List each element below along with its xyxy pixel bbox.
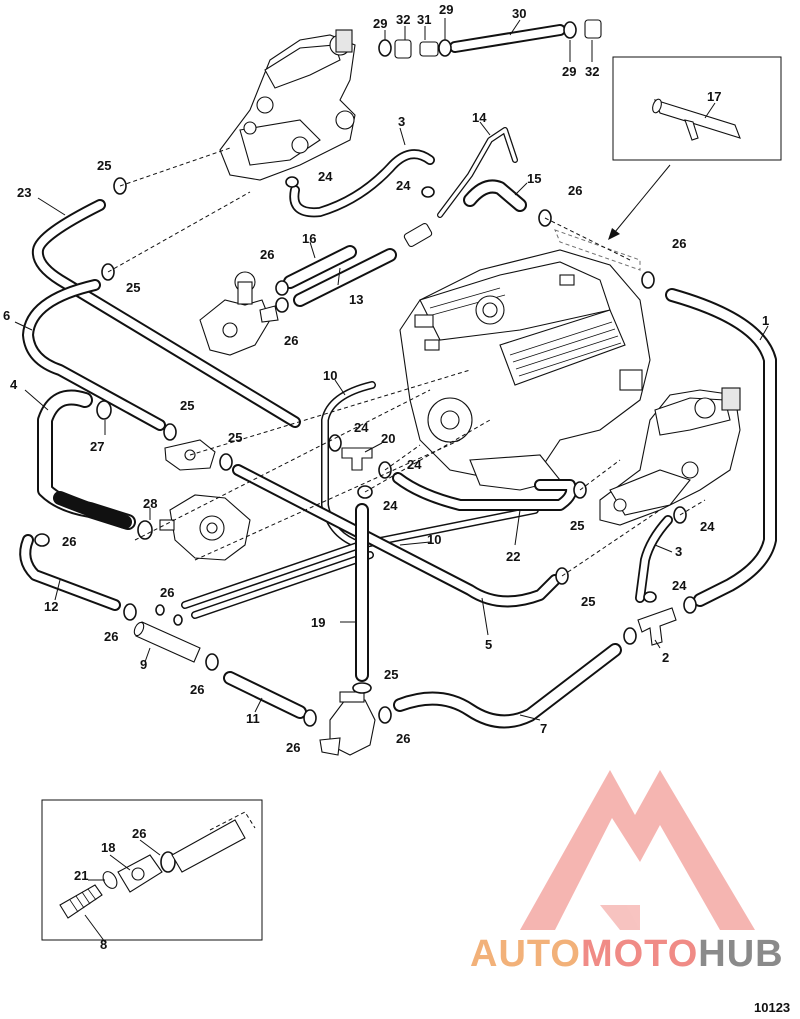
callout-25-d: 25 [228,430,242,445]
inset-fittings [41,799,263,941]
callout-4: 4 [10,377,18,392]
callout-2: 2 [662,650,669,665]
callout-27: 27 [90,439,104,454]
callout-1: 1 [762,313,769,328]
callout-9: 9 [140,657,147,672]
callout-25-a: 25 [97,158,111,173]
callout-12: 12 [44,599,58,614]
callout-26-b: 26 [284,333,298,348]
watermark-moto: MOTO [581,933,698,975]
callout-8: 8 [100,937,107,952]
callout-24-g: 24 [672,578,687,593]
callout-14: 14 [472,110,487,125]
assembly-lines [107,147,706,577]
callout-32-a: 32 [396,12,410,27]
tee-fitting-2 [637,607,677,646]
callout-24-c: 24 [354,420,369,435]
callout-26-k: 26 [132,826,146,841]
top-fittings [394,19,602,248]
callout-16: 16 [302,231,316,246]
thermostat-housing [199,271,279,356]
callout-6: 6 [3,308,10,323]
callout-labels: 1 2 3 3 4 5 6 7 8 9 10 10 11 12 13 14 15… [3,2,769,952]
callout-24-e: 24 [383,498,398,513]
callout-23: 23 [17,185,31,200]
callout-24-a: 24 [318,169,333,184]
callout-26-h: 26 [190,682,204,697]
callout-7: 7 [540,721,547,736]
callout-26-i: 26 [286,740,300,755]
callout-13: 13 [349,292,363,307]
callout-25-g: 25 [384,667,398,682]
watermark-logo [520,770,755,930]
drain-fitting-bottom [319,691,376,756]
callout-26-g: 26 [104,629,118,644]
callout-26-f: 26 [160,585,174,600]
watermark-auto: AUTO [470,933,581,975]
watermark-hub: HUB [698,933,783,975]
callout-21: 21 [74,868,88,883]
callout-29-c: 29 [562,64,576,79]
callout-10-upper: 10 [323,368,337,383]
callout-10-lower: 10 [427,532,441,547]
callout-32-b: 32 [585,64,599,79]
leader-lines [14,18,769,943]
tee-fitting-20 [341,447,373,471]
callout-24-b: 24 [396,178,411,193]
exhaust-manifold-starboard [599,387,741,526]
callout-18: 18 [101,840,115,855]
callout-28: 28 [143,496,157,511]
callout-17: 17 [707,89,721,104]
callout-3-upper: 3 [398,114,405,129]
callout-15: 15 [527,171,541,186]
callout-26-a: 26 [260,247,274,262]
hoses [19,24,777,729]
callout-24-f: 24 [700,519,715,534]
exhaust-manifold-port [219,29,356,181]
callout-20: 20 [381,431,395,446]
inset-17 [612,56,782,161]
callout-25-e: 25 [570,518,584,533]
callout-26-c: 26 [568,183,582,198]
tube-9 [133,621,201,663]
callout-25-f: 25 [581,594,595,609]
callout-26-d: 26 [672,236,686,251]
callout-24-d: 24 [407,457,422,472]
figure-number: 10123 [754,1000,790,1015]
callout-26-e: 26 [62,534,76,549]
callout-31: 31 [417,12,431,27]
callout-22: 22 [506,549,520,564]
callout-5: 5 [485,637,492,652]
callout-3-lower: 3 [675,544,682,559]
callout-29-b: 29 [439,2,453,17]
valve-cover-ribs [429,287,622,377]
callout-29-a: 29 [373,16,387,31]
svg-text:AUTOMOTOHUB: AUTOMOTOHUB [470,933,784,975]
callout-25-c: 25 [180,398,194,413]
inset-17-arrow [608,164,671,240]
callout-19: 19 [311,615,325,630]
engine-block [399,249,651,491]
callout-26-j: 26 [396,731,410,746]
pipe-17-installed [554,229,641,271]
callout-25-b: 25 [126,280,140,295]
callout-11: 11 [246,711,260,726]
watermark-text: AUTOMOTOHUB [470,933,784,975]
callout-30: 30 [512,6,526,21]
